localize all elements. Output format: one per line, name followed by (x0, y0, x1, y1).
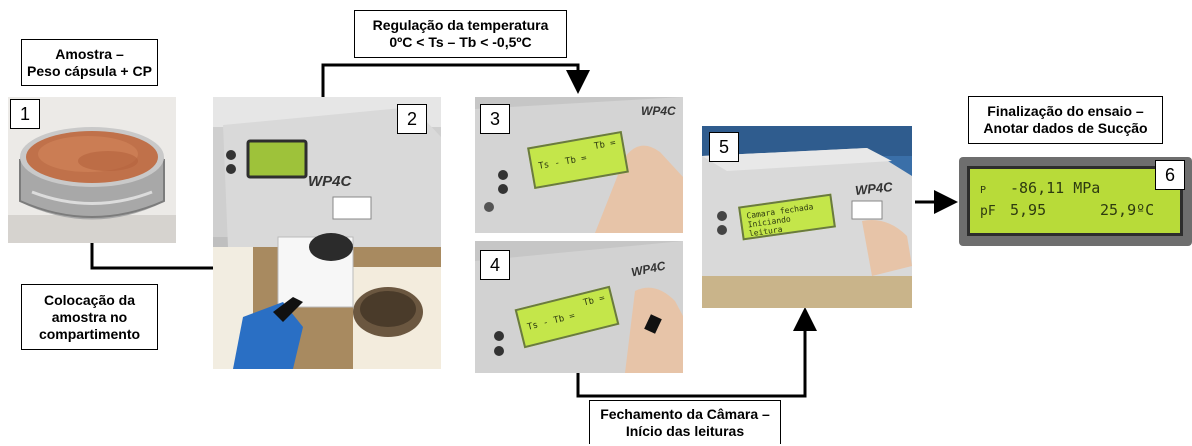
final-row2-value: 5,95 (1010, 201, 1047, 219)
label-final-line2: Anotar dados de Sucção (983, 120, 1148, 136)
label-placement-line2: amostra no (51, 308, 128, 325)
step-number-3: 3 (480, 104, 510, 134)
label-temperature-line1: Regulação da temperatura (372, 17, 549, 33)
step-number-6: 6 (1155, 160, 1185, 190)
step-number-1: 1 (10, 99, 40, 129)
final-row1-value: -86,11 MPa (1010, 179, 1101, 197)
final-display-row2: pF 5,95 25,9ºC (980, 201, 1170, 223)
final-row2-label: pF (980, 204, 996, 219)
label-final: Finalização do ensaio – Anotar dados de … (968, 96, 1163, 144)
arrow-2-to-3 (321, 63, 590, 97)
photo-sample (8, 97, 176, 243)
final-display-row1: P -86,11 MPa (980, 179, 1170, 201)
photo-device-open (213, 97, 441, 369)
label-closing-line2: Início das leituras (625, 422, 745, 439)
label-temperature: Regulação da temperatura 0ºC < Ts – Tb <… (354, 10, 567, 58)
label-closing: Fechamento da Câmara – Início das leitur… (589, 400, 781, 444)
label-closing-line1: Fechamento da Câmara – (600, 405, 770, 422)
device-brand-2: WP4C (308, 173, 352, 190)
step-number-5: 5 (709, 132, 739, 162)
label-placement-line3: compartimento (38, 325, 141, 342)
step-number-2: 2 (397, 104, 427, 134)
label-placement: Colocação da amostra no compartimento (21, 284, 158, 350)
final-row2-temp: 25,9ºC (1100, 201, 1155, 219)
final-display: P -86,11 MPa pF 5,95 25,9ºC (967, 166, 1183, 236)
label-placement-line1: Colocação da (43, 291, 136, 308)
label-sample: Amostra – Peso cápsula + CP (21, 39, 158, 86)
label-sample-line2: Peso cápsula + CP (27, 62, 152, 79)
device-brand-3: WP4C (641, 104, 676, 118)
label-final-line1: Finalização do ensaio – (987, 103, 1144, 119)
arrow-4-to-5 (576, 307, 817, 398)
sample-capsule-icon (8, 97, 176, 243)
final-row1-label: P (980, 185, 987, 196)
label-sample-line1: Amostra – (55, 45, 124, 62)
step-number-4: 4 (480, 250, 510, 280)
device-open-illustration (213, 97, 441, 369)
label-temperature-line2: 0ºC < Ts – Tb < -0,5ºC (389, 34, 532, 50)
